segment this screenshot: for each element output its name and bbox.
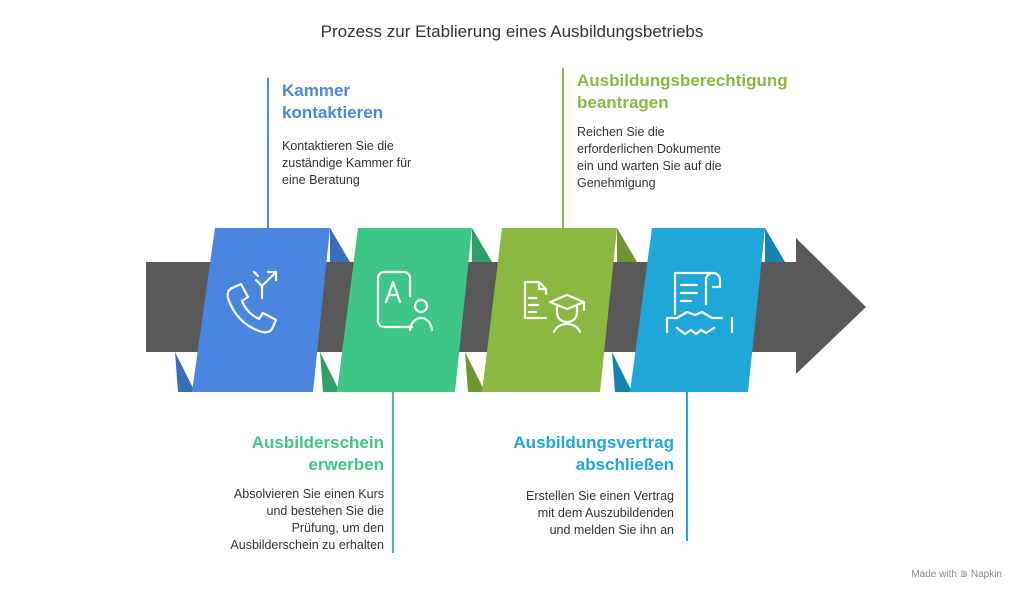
step-4-desc-line-3: und melden Sie ihn an [549,523,674,537]
step-3-title-line-2: beantragen [577,93,669,112]
step-2-desc-line-1: Absolvieren Sie einen Kurs [233,487,384,501]
step-1-desc-line-1: Kontaktieren Sie die [282,139,394,153]
contract-handshake-icon [665,271,734,336]
step-3-desc-line-1: Reichen Sie die [577,125,665,139]
step-1-title-line-2: kontaktieren [282,103,384,122]
step-4-desc-line-2: mit dem Auszubildenden [537,506,674,520]
step-4-title-line-1: Ausbildungsvertrag [513,433,674,452]
step-1-title-line-1: Kammer [282,81,351,100]
document-graduate-icon [523,280,586,334]
step-4-panel [612,228,785,392]
step-2-title-line-1: Ausbilderschein [251,433,384,452]
phone-call-icon [226,270,278,334]
step-2-desc-line-4: Ausbilderschein zu erhalten [230,538,384,552]
step-1-desc-line-3: eine Beratung [282,173,360,187]
step-3-desc-line-4: Genehmigung [577,176,656,190]
footer-prefix: Made with [911,569,957,580]
step-3-title-line-1: Ausbildungsberechtigung [577,71,788,90]
step-3-description: Reichen Sie die erforderlichen Dokumente… [577,124,722,192]
footer-brand: Napkin [970,569,1002,580]
step-3-desc-line-3: ein und warten Sie auf die [577,159,722,173]
step-1-panel [175,228,350,392]
step-1-title: Kammer kontaktieren [282,80,383,124]
napkin-logo-icon: ⋑ [959,569,969,580]
step-2-title: Ausbilderschein erwerben [252,432,384,476]
step-4-description: Erstellen Sie einen Vertrag mit dem Ausz… [526,488,674,539]
step-3-desc-line-2: erforderlichen Dokumente [577,142,721,156]
step-2-title-line-2: erwerben [308,455,384,474]
step-2-desc-line-3: Prüfung, um den [291,521,384,535]
step-2-panel [320,228,492,392]
made-with-napkin-badge[interactable]: Made with ⋑ Napkin [911,569,1002,580]
step-2-description: Absolvieren Sie einen Kurs und bestehen … [230,486,384,554]
step-3-panel [465,228,637,392]
step-1-desc-line-2: zuständige Kammer für [282,156,412,170]
step-4-title: Ausbildungsvertrag abschließen [513,432,674,476]
certificate-person-icon [376,270,434,332]
page-title: Prozess zur Etablierung eines Ausbildung… [320,22,704,41]
step-4-desc-line-1: Erstellen Sie einen Vertrag [525,489,674,503]
step-3-title: Ausbildungsberechtigung beantragen [577,70,788,114]
step-2-desc-line-2: und bestehen Sie die [266,504,384,518]
step-4-title-line-2: abschließen [575,455,674,474]
step-1-description: Kontaktieren Sie die zuständige Kammer f… [282,138,411,189]
